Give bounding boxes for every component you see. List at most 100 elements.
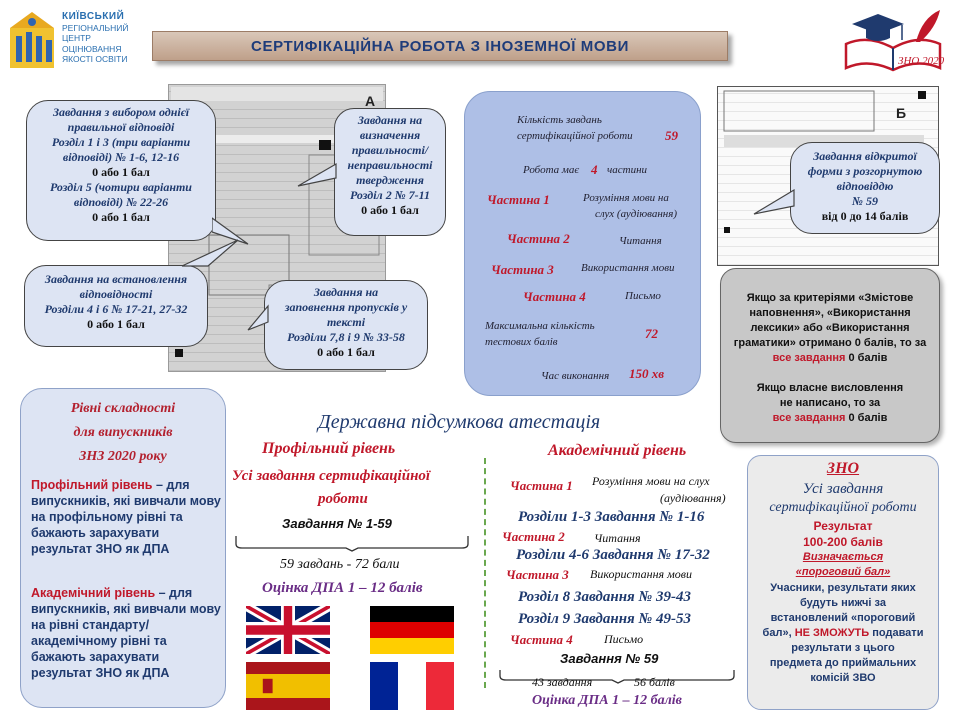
zno-threshold-2: «пороговий бал» xyxy=(795,566,891,578)
part-4-desc: Письмо xyxy=(625,290,661,302)
logo-emblem-icon xyxy=(10,12,54,68)
rule-b-highlight: все завдання xyxy=(772,412,846,424)
parts-value: 4 xyxy=(591,162,598,177)
profile-level-text: Профільний рівень – для випускників, які… xyxy=(31,477,221,557)
time-value: 150 хв xyxy=(629,366,665,381)
match-points: 0 або 1 бал xyxy=(87,317,145,331)
truth-line-5: твердження xyxy=(356,173,424,187)
logo-line-2: РЕГІОНАЛЬНИЙ xyxy=(62,22,129,33)
rule-b-line-2: не написано, то за xyxy=(779,397,881,409)
gaps-points: 0 або 1 бал xyxy=(317,345,375,359)
callout-single-choice: Завдання з вибором однієї правильної від… xyxy=(26,100,216,241)
profile-count: 59 завдань - 72 бали xyxy=(280,557,400,572)
callout-fill-gaps: Завдання на заповнення пропусків у текст… xyxy=(264,280,428,370)
part-1-desc-2: слух (аудіювання) xyxy=(595,208,678,220)
logo-line-3: ЦЕНТР ОЦІНЮВАННЯ xyxy=(62,33,122,54)
choice-line-4: відповіді) № 1-6, 12-16 xyxy=(62,150,180,164)
levels-heading-2: для випускників xyxy=(73,425,173,440)
writing-rule-box: Якщо за критеріями «Змістове наповнення»… xyxy=(720,268,940,443)
part-2-label: Частина 2 xyxy=(507,231,570,246)
rule-a-line-1: Якщо за критеріями «Змістове xyxy=(746,292,914,304)
levels-heading-3: ЗНЗ 2020 року xyxy=(79,449,167,464)
open-line-3: відповіддю xyxy=(836,179,894,193)
profile-tasks: Завдання № 1-59 xyxy=(282,516,392,531)
time-label: Час виконання xyxy=(541,370,610,382)
callout-pointer xyxy=(212,217,249,245)
academic-grade: Оцінка ДПА 1 – 12 балів xyxy=(532,693,682,708)
choice-line-6: відповіді) № 22-26 xyxy=(73,195,169,209)
rule-a-highlight: все завдання xyxy=(772,352,846,364)
profile-all-tasks-1: Усі завдання сертифікаційної xyxy=(232,468,431,484)
profile-title: Профільний рівень xyxy=(262,440,396,457)
callout-matching: Завдання на встановлення відповідності Р… xyxy=(24,265,208,347)
rule-a-line-4: граматики» отримано 0 балів, то за xyxy=(733,337,927,349)
rule-a-line-2: наповнення», «Використання xyxy=(749,307,911,319)
profile-grade: Оцінка ДПА 1 – 12 балів xyxy=(262,580,423,596)
tasks-label-1: Кількість завдань xyxy=(517,114,602,126)
zno-result-range: 100-200 балів xyxy=(803,535,883,549)
zno-all-tasks-2: сертифікаційної роботи xyxy=(769,500,917,515)
zno-note-1: Учасники, результати яких xyxy=(770,582,916,594)
part-2-desc: Читання xyxy=(619,235,662,247)
zno-note-3: встановлений «пороговий xyxy=(770,612,916,624)
academic-level-text: Академічний рівень – для випускників, як… xyxy=(31,585,221,681)
match-line-3: Розділи 4 і 6 № 17-21, 27-32 xyxy=(44,302,188,316)
logo-text: КИЇВСЬКИЙ РЕГІОНАЛЬНИЙ ЦЕНТР ОЦІНЮВАННЯ … xyxy=(62,11,152,65)
zno-result-label: Результат xyxy=(813,519,873,533)
france-flag xyxy=(370,662,454,710)
academic-count-tasks: 43 завдання xyxy=(532,675,593,689)
academic-brace xyxy=(499,670,735,684)
open-line-2: форми з розгорнутою xyxy=(807,164,923,178)
part-1-desc-1: Розуміння мови на xyxy=(583,192,669,204)
sheet-a-letter: А xyxy=(365,93,376,109)
choice-points-2: 0 або 1 бал xyxy=(92,210,150,224)
callout-true-false: Завдання на визначення правильності/ неп… xyxy=(334,108,446,236)
profile-brace xyxy=(235,536,469,552)
logo-line-1: КИЇВСЬКИЙ xyxy=(62,11,125,22)
match-line-2: відповідності xyxy=(79,287,153,301)
rule-a-points: 0 балів xyxy=(845,352,888,364)
rule-b-points: 0 балів xyxy=(845,412,888,424)
academic-section-3: Розділ 8 Завдання № 39-43 xyxy=(518,589,691,605)
tasks-label-2: сертифікаційної роботи xyxy=(517,130,633,142)
zno-box: ЗНО Усі завдання сертифікаційної роботи … xyxy=(747,455,939,710)
zno-note-2: будуть нижчі за xyxy=(800,597,886,609)
open-line-4: № 59 xyxy=(852,194,878,208)
academic-part-3: Частина 3 xyxy=(506,567,569,582)
zno-all-tasks-1: Усі завдання xyxy=(802,481,884,497)
academic-part-2-desc: Читання xyxy=(594,531,641,545)
choice-line-1: Завдання з вибором однієї xyxy=(52,105,190,119)
profile-level-desc: – для випускників, які вивчали мову на п… xyxy=(31,478,221,556)
academic-part-4: Частина 4 xyxy=(510,632,573,647)
choice-line-2: правильної відповіді xyxy=(67,120,175,134)
difficulty-levels-box: Рівні складності для випускників ЗНЗ 202… xyxy=(20,388,226,708)
page-title-bar: СЕРТИФІКАЦІЙНА РОБОТА З ІНОЗЕМНОЇ МОВИ xyxy=(152,31,728,61)
academic-title: Академічний рівень xyxy=(548,442,687,459)
zno-title: ЗНО xyxy=(826,460,860,477)
rule-a-line-3: лексики» або «Використання xyxy=(750,322,910,334)
zno-note-6: предмета до приймальних xyxy=(769,657,917,669)
callout-pointer xyxy=(247,304,269,331)
zno-book-icon: ЗНО 2020 xyxy=(844,10,945,72)
gaps-line-3: тексті xyxy=(326,315,366,329)
truth-points: 0 або 1 бал xyxy=(361,203,419,217)
academic-tasks: Завдання № 59 xyxy=(560,651,659,666)
academic-part-1: Частина 1 xyxy=(510,478,573,493)
open-points: від 0 до 14 балів xyxy=(821,209,909,223)
profile-level-label: Профільний рівень xyxy=(31,478,153,492)
truth-line-2: визначення xyxy=(359,128,421,142)
part-3-desc: Використання мови xyxy=(581,262,675,274)
callout-pointer xyxy=(753,188,795,215)
max-score-value: 72 xyxy=(645,326,658,341)
page-title: СЕРТИФІКАЦІЙНА РОБОТА З ІНОЗЕМНОЇ МОВИ xyxy=(251,37,629,55)
gaps-line-2: заповнення пропусків у xyxy=(284,300,408,314)
uk-flag xyxy=(246,606,330,654)
zno-year-text: ЗНО 2020 xyxy=(898,55,945,67)
academic-section-4: Розділ 9 Завдання № 49-53 xyxy=(518,611,691,627)
callout-pointer xyxy=(181,239,239,267)
zno-threshold-1: Визначається xyxy=(802,551,884,563)
zno-note-4a: бал», xyxy=(762,627,792,639)
dpa-title: Державна підсумкова атестація xyxy=(318,411,601,433)
choice-points-1: 0 або 1 бал xyxy=(92,165,150,179)
levels-heading-1: Рівні складності xyxy=(70,401,176,416)
